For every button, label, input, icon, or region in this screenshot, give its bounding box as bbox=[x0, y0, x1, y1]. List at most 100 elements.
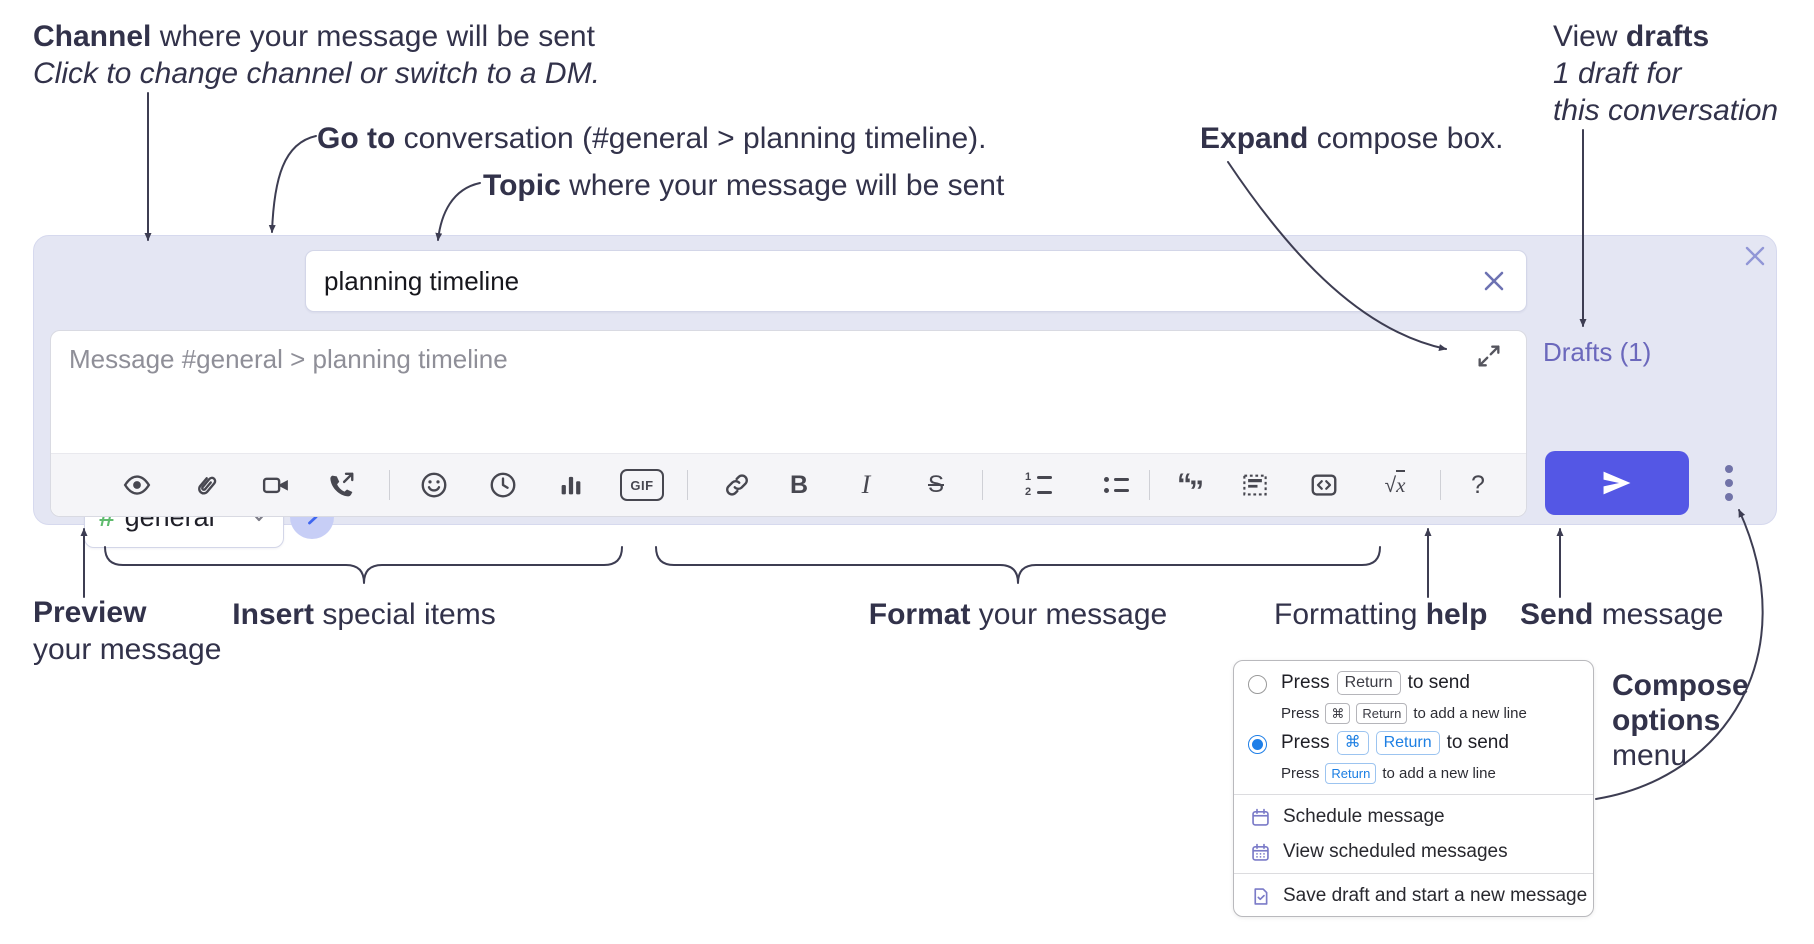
compose-options-button[interactable] bbox=[1712, 454, 1746, 512]
annotation-compose-rest: menu bbox=[1612, 739, 1688, 772]
annotation-insert-rest: special items bbox=[313, 598, 496, 631]
gif-icon: GIF bbox=[620, 469, 664, 501]
menu-item-label: View scheduled messages bbox=[1283, 841, 1508, 862]
annotation-channel-bold: Channel bbox=[33, 20, 152, 53]
ol-number-1: 1 bbox=[1024, 471, 1032, 483]
close-compose-button[interactable] bbox=[1742, 243, 1768, 269]
annotation-expand-bold: Expand bbox=[1200, 122, 1309, 155]
video-clip-button[interactable] bbox=[258, 467, 294, 503]
italic-button[interactable]: I bbox=[848, 467, 884, 503]
menu-divider bbox=[1234, 794, 1593, 795]
annotation-preview: Preview your message bbox=[33, 594, 221, 668]
menu-item-view-scheduled[interactable]: View scheduled messages bbox=[1250, 841, 1508, 863]
annotation-insert-bold: Insert bbox=[232, 598, 314, 631]
video-camera-icon bbox=[262, 477, 288, 494]
annotation-channel-line1: Channel where your message will be sent bbox=[33, 18, 600, 55]
option1-press: Press bbox=[1281, 672, 1330, 693]
audio-call-button[interactable] bbox=[323, 467, 359, 503]
annotation-drafts-line2: 1 draft for bbox=[1553, 57, 1682, 90]
recent-emoji-button[interactable] bbox=[485, 467, 521, 503]
annotation-drafts-pre: View bbox=[1553, 20, 1626, 53]
poll-button[interactable] bbox=[553, 467, 589, 503]
quote-icon: “” bbox=[1177, 467, 1204, 508]
option1-subtext: Press ⌘ Return to add a new line bbox=[1281, 703, 1527, 724]
annotation-send-bold: Send bbox=[1520, 598, 1594, 631]
radio-cmd-return-to-send[interactable] bbox=[1248, 735, 1267, 754]
attach-file-button[interactable] bbox=[188, 467, 224, 503]
quote-open: “ bbox=[1177, 468, 1192, 501]
annotation-topic-rest: where your message will be sent bbox=[560, 169, 1005, 202]
clear-topic-button[interactable] bbox=[1480, 267, 1508, 295]
bold-icon: B bbox=[789, 470, 809, 499]
phone-call-icon bbox=[330, 472, 354, 497]
annotation-topic-bold: Topic bbox=[483, 169, 561, 202]
annotation-goto-rest: conversation (#general > planning timeli… bbox=[395, 122, 987, 155]
brace-format bbox=[655, 546, 1381, 584]
snippet-button[interactable] bbox=[1237, 467, 1273, 503]
send-button[interactable] bbox=[1545, 451, 1689, 515]
arrow-topic bbox=[435, 182, 481, 241]
sqrt-x-icon: √x bbox=[1385, 469, 1406, 498]
option1-sub-press: Press bbox=[1281, 705, 1320, 722]
message-input[interactable]: Message #general > planning timeline bbox=[50, 330, 1527, 517]
ordered-list-icon: 1 2 bbox=[1024, 471, 1052, 498]
annotation-drafts-line3: this conversation bbox=[1553, 94, 1779, 127]
calendar-icon bbox=[1252, 808, 1269, 826]
strikethrough-button[interactable]: S bbox=[918, 467, 954, 503]
annotation-compose-options: Compose options menu bbox=[1612, 668, 1749, 773]
option1-after: to send bbox=[1407, 672, 1470, 693]
menu-item-label: Schedule message bbox=[1283, 806, 1445, 827]
save-draft-icon bbox=[1254, 887, 1268, 905]
option-cmd-return-to-send[interactable]: Press ⌘ Return to send bbox=[1281, 731, 1509, 755]
eye-icon bbox=[123, 475, 151, 495]
toolbar-divider bbox=[1149, 470, 1150, 500]
return-key: Return bbox=[1375, 731, 1440, 755]
blockquote-button[interactable]: “” bbox=[1171, 467, 1207, 508]
cmd-key: ⌘ bbox=[1325, 703, 1351, 724]
ol-number-2: 2 bbox=[1024, 486, 1032, 498]
snippet-icon bbox=[1243, 474, 1267, 496]
option2-after: to send bbox=[1446, 732, 1509, 753]
formatting-help-button[interactable]: ? bbox=[1460, 467, 1496, 503]
option-return-to-send[interactable]: Press Return to send bbox=[1281, 671, 1470, 695]
composer-toolbar: GIF B I S 1 2 bbox=[51, 453, 1526, 516]
code-block-icon bbox=[1311, 474, 1337, 496]
message-placeholder: Message #general > planning timeline bbox=[69, 344, 508, 374]
annotation-drafts-line1: View drafts bbox=[1553, 18, 1778, 55]
annotation-expand-rest: compose box. bbox=[1308, 122, 1504, 155]
menu-item-schedule-message[interactable]: Schedule message bbox=[1250, 806, 1445, 828]
topic-input[interactable] bbox=[305, 250, 1527, 312]
annotation-compose-bold1: Compose bbox=[1612, 669, 1749, 702]
drafts-link[interactable]: Drafts (1) bbox=[1543, 337, 1652, 367]
toolbar-divider bbox=[1440, 470, 1441, 500]
option2-sub-press: Press bbox=[1281, 765, 1320, 782]
radio-return-to-send[interactable] bbox=[1248, 675, 1267, 694]
preview-button[interactable] bbox=[119, 467, 155, 503]
code-block-button[interactable] bbox=[1306, 467, 1342, 503]
annotation-view-drafts: View drafts 1 draft for this conversatio… bbox=[1553, 18, 1778, 129]
clock-icon bbox=[490, 472, 516, 498]
paperclip-icon bbox=[198, 476, 217, 495]
expand-icon bbox=[1478, 345, 1500, 367]
toolbar-divider bbox=[389, 470, 390, 500]
annotation-format: Format your message bbox=[869, 596, 1167, 633]
menu-item-save-draft[interactable]: Save draft and start a new message bbox=[1250, 885, 1587, 907]
gif-button[interactable]: GIF bbox=[620, 467, 664, 503]
menu-item-label: Save draft and start a new message bbox=[1283, 885, 1588, 906]
link-button[interactable] bbox=[719, 467, 755, 503]
option2-press: Press bbox=[1281, 732, 1330, 753]
annotation-topic: Topic where your message will be sent bbox=[483, 167, 1004, 204]
annotation-preview-bold: Preview bbox=[33, 596, 147, 629]
ordered-list-button[interactable]: 1 2 bbox=[1020, 467, 1056, 503]
annotation-help: Formatting help bbox=[1274, 596, 1487, 633]
annotation-help-bold: help bbox=[1425, 598, 1488, 631]
annotation-drafts-bold: drafts bbox=[1625, 20, 1710, 53]
annotation-goto-bold: Go to bbox=[317, 122, 396, 155]
bulleted-list-button[interactable] bbox=[1098, 467, 1134, 503]
formula-button[interactable]: √x bbox=[1373, 467, 1417, 503]
expand-compose-button[interactable] bbox=[1474, 342, 1504, 372]
bold-button[interactable]: B bbox=[781, 467, 817, 503]
question-mark-icon: ? bbox=[1471, 470, 1485, 499]
emoji-button[interactable] bbox=[416, 467, 452, 503]
